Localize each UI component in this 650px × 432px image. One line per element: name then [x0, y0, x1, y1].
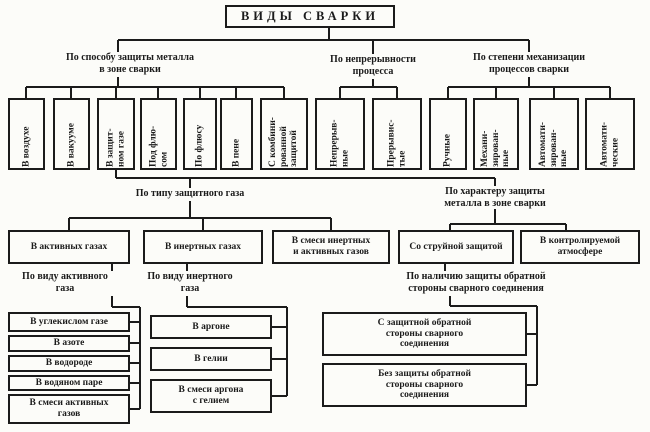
node-jet-protection: Со струйной защитой [398, 230, 514, 264]
node-controlled-atmosphere: В контролируемой атмосфере [520, 230, 640, 264]
node-label: Непрерыв- ные [329, 119, 350, 167]
node-in-active-gases: В активных газах [8, 230, 130, 264]
node-combined-protection: С комбини- рованной защитой [260, 98, 308, 170]
node-label: В пене [231, 138, 242, 167]
node-label: Автомати- ческие [599, 121, 620, 167]
node-submerged-flux: Под флю- сом [140, 98, 177, 170]
node-in-vacuum: В вакууме [53, 98, 90, 170]
node-label: В смеси аргона с гелием [178, 385, 244, 406]
label-inert-gas-kind: По виду инертного газа [147, 271, 233, 294]
node-label: Под флю- сом [147, 125, 169, 167]
node-intermittent: Прерывис- тые [372, 98, 422, 170]
node-label: В смеси активных газов [29, 398, 109, 419]
node-in-foam: В пене [220, 98, 253, 170]
node-label: В азоте [53, 338, 85, 349]
node-label: В смеси инертных и активных газов [291, 236, 371, 257]
node-label: В водороде [45, 358, 93, 369]
node-continuous: Непрерыв- ные [315, 98, 365, 170]
node-label: Автомати- зирован- ные [538, 121, 570, 167]
node-label: В гелии [194, 353, 228, 364]
label-active-gas-kind: По виду активного газа [22, 271, 108, 294]
node-label: Без защиты обратной стороны сварного сое… [378, 368, 471, 401]
label-shielding-gas-type: По типу защитного газа [135, 188, 245, 199]
node-label: В воздухе [21, 126, 32, 167]
node-in-inert-gases: В инертных газах [143, 230, 263, 264]
node-manual: Ручные [429, 98, 467, 170]
node-label: В аргоне [192, 321, 230, 332]
node-on-flux: По флюсу [183, 98, 217, 170]
node-label: Ручные [442, 133, 453, 167]
node-label: Механи- зирован- ные [480, 129, 512, 167]
label-mechanization-degree: По степени механизации процессов сварки [472, 52, 586, 75]
node-without-back-protection: Без защиты обратной стороны сварного сое… [322, 363, 527, 407]
node-label: В вакууме [66, 123, 77, 167]
node-label: Прерывис- тые [386, 119, 407, 167]
node-label: В углекислом газе [30, 316, 108, 327]
diagram-title-box: ВИДЫ СВАРКИ [225, 5, 395, 28]
node-in-co2: В углекислом газе [8, 312, 130, 332]
node-in-active-gas-mixture: В смеси активных газов [8, 394, 130, 424]
node-in-nitrogen: В азоте [8, 335, 130, 352]
node-label: В защит- ном газе [105, 128, 126, 167]
node-in-air: В воздухе [8, 98, 45, 170]
node-in-helium: В гелии [150, 347, 272, 371]
node-label: Со струйной защитой [409, 241, 503, 252]
node-label: С защитной обратной стороны сварного сое… [377, 317, 472, 350]
node-mechanized: Механи- зирован- ные [473, 98, 519, 170]
node-in-argon-helium-mixture: В смеси аргона с гелием [150, 379, 272, 413]
node-label: В инертных газах [164, 241, 242, 252]
node-label: В водяном паре [35, 377, 103, 388]
node-label: В активных газах [30, 241, 108, 252]
label-protection-method: По способу защиты металла в зоне сварки [65, 52, 195, 75]
node-in-shielding-gas: В защит- ном газе [97, 98, 135, 170]
label-process-continuity: По непрерывности процесса [330, 54, 416, 77]
node-automatized: Автомати- зирован- ные [529, 98, 579, 170]
node-in-hydrogen: В водороде [8, 355, 130, 372]
node-in-water-vapor: В водяном паре [8, 375, 130, 391]
node-label: В контролируемой атмосфере [539, 236, 621, 257]
node-with-back-protection: С защитной обратной стороны сварного сое… [322, 312, 527, 356]
node-automatic: Автомати- ческие [585, 98, 635, 170]
node-label: По флюсу [194, 124, 205, 167]
label-protection-nature: По характеру защиты металла в зоне сварк… [444, 186, 546, 209]
node-in-inert-active-mixture: В смеси инертных и активных газов [272, 230, 390, 264]
label-back-side-protection: По наличию защиты обратной стороны сварн… [406, 271, 546, 294]
node-in-argon: В аргоне [150, 315, 272, 339]
diagram-title: ВИДЫ СВАРКИ [240, 9, 380, 23]
node-label: С комбини- рованной защитой [268, 117, 300, 167]
